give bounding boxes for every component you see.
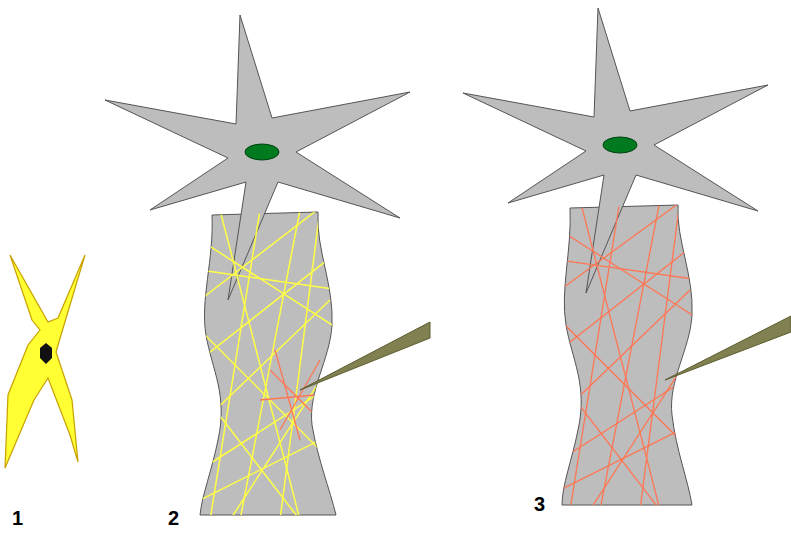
host-cell-2 (105, 15, 430, 520)
micropipette (300, 322, 430, 390)
nucleus (40, 343, 52, 364)
panel-number: 1 (12, 508, 23, 528)
panel-number: 3 (534, 494, 545, 514)
host-cell-3 (463, 8, 791, 510)
yellow-cell (5, 255, 85, 468)
panel-number: 2 (168, 508, 179, 528)
micropipette (665, 316, 791, 380)
